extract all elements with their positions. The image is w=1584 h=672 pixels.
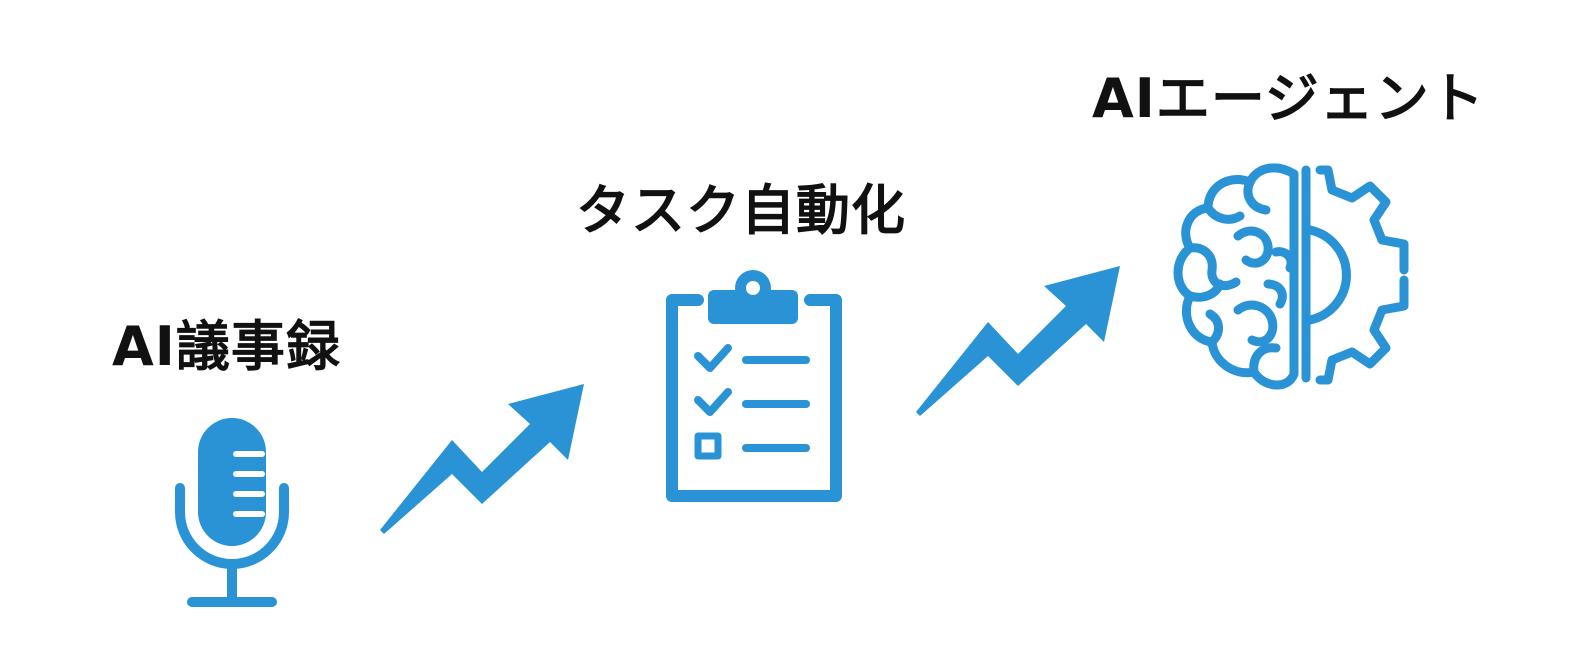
clipboard-checklist-icon <box>666 270 842 502</box>
stage-label-ai-agent: AIエージェント <box>1092 67 1485 130</box>
brain-gear-icon <box>1173 163 1409 390</box>
trend-up-arrow-icon <box>380 384 584 534</box>
microphone-icon <box>175 418 289 607</box>
stage-label-ai-minutes: AI議事録 <box>112 315 341 378</box>
stage-label-task-automation: タスク自動化 <box>576 179 906 242</box>
trend-up-arrow-icon <box>916 266 1120 416</box>
